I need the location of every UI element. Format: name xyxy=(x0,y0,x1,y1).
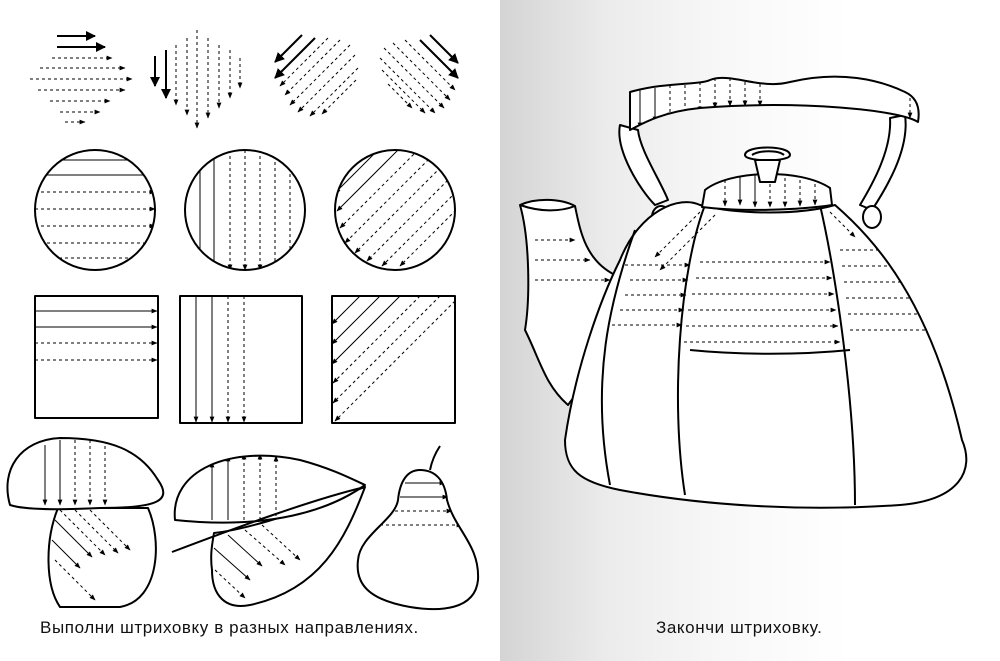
lid-hatch xyxy=(722,173,818,208)
square-horizontal-hatch xyxy=(34,295,159,419)
left-instruction: Выполни штриховку в разных направлениях. xyxy=(40,618,419,637)
kettle-figure xyxy=(519,75,968,509)
pear-figure xyxy=(356,445,480,611)
diagonal-left-hatch-sample xyxy=(274,34,359,117)
right-page: Закончи штриховку. xyxy=(500,0,1000,661)
circle-horizontal-hatch xyxy=(34,149,156,271)
spout-hatch xyxy=(535,237,611,283)
circle-diagonal-hatch xyxy=(334,149,456,271)
left-exercises xyxy=(6,30,480,611)
leaf-figure xyxy=(171,454,366,607)
square-vertical-hatch xyxy=(179,295,303,424)
circle-vertical-hatch xyxy=(184,149,306,271)
vertical-hatch-sample xyxy=(150,30,243,129)
right-instruction: Закончи штриховку. xyxy=(656,618,823,637)
left-page: Выполни штриховку в разных направлениях. xyxy=(6,30,480,637)
body-hatch xyxy=(612,211,937,345)
mushroom-figure xyxy=(6,437,165,608)
handle-hatch xyxy=(637,78,913,129)
horizontal-hatch-sample xyxy=(30,31,133,125)
diagonal-right-hatch-sample xyxy=(379,34,459,114)
square-diagonal-hatch xyxy=(331,295,456,424)
